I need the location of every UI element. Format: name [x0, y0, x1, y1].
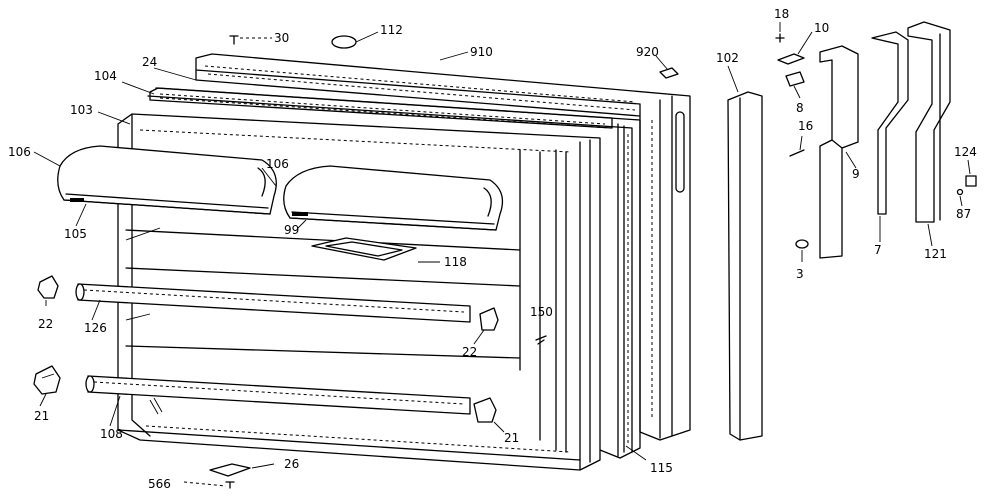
shelf-bar-108 — [85, 375, 471, 415]
callout-112: 112 — [380, 23, 403, 37]
screw-18 — [775, 33, 785, 43]
dairy-door-left — [57, 145, 277, 215]
callout-10: 10 — [814, 21, 829, 35]
plug-26 — [209, 463, 251, 477]
hinge-7 — [871, 31, 909, 215]
shelf-bar-126 — [75, 283, 471, 323]
plug-112 — [331, 35, 357, 49]
callout-22-right: 22 — [462, 345, 477, 359]
callout-121: 121 — [924, 247, 947, 261]
end-cap-21-left — [33, 365, 61, 395]
callout-124: 124 — [954, 145, 977, 159]
callout-108: 108 — [100, 427, 123, 441]
dairy-door-right — [283, 165, 504, 231]
leader-lines — [33, 22, 971, 487]
callout-105: 105 — [64, 227, 87, 241]
bushing-8 — [785, 71, 805, 87]
callout-566: 566 — [148, 477, 171, 491]
callout-103: 103 — [70, 103, 93, 117]
breaker-strip — [149, 87, 613, 129]
screw-30 — [229, 35, 239, 45]
clip-150 — [535, 335, 547, 345]
clip-920 — [659, 67, 679, 79]
callout-106-right: 106 — [266, 157, 289, 171]
shim-10 — [777, 53, 805, 65]
end-cap-21-right — [473, 397, 497, 423]
screw-87 — [956, 188, 964, 196]
callout-920: 920 — [636, 45, 659, 59]
callout-126: 126 — [84, 321, 107, 335]
screw-566 — [225, 481, 235, 489]
callout-16: 16 — [798, 119, 813, 133]
callout-115: 115 — [650, 461, 673, 475]
door-handle — [727, 91, 763, 441]
callout-118: 118 — [444, 255, 467, 269]
callout-87: 87 — [956, 207, 971, 221]
hinge-121 — [907, 21, 951, 223]
callout-26: 26 — [284, 457, 299, 471]
callout-22-left: 22 — [38, 317, 53, 331]
cap-3 — [795, 239, 809, 249]
hinge-9 — [819, 45, 859, 259]
callout-99: 99 — [284, 223, 299, 237]
callout-104: 104 — [94, 69, 117, 83]
callout-106-left: 106 — [8, 145, 31, 159]
callout-21-left: 21 — [34, 409, 49, 423]
callout-18: 18 — [774, 7, 789, 21]
callout-102: 102 — [716, 51, 739, 65]
callout-150: 150 — [530, 305, 553, 319]
callout-labels: 30 112 910 920 24 104 103 106 106 105 99… — [8, 7, 977, 491]
callout-30: 30 — [274, 31, 289, 45]
callout-3: 3 — [796, 267, 804, 281]
callout-8: 8 — [796, 101, 804, 115]
cover-124 — [965, 175, 977, 187]
callout-910: 910 — [470, 45, 493, 59]
screw-16 — [789, 149, 805, 157]
callout-9: 9 — [852, 167, 860, 181]
callout-21-right: 21 — [504, 431, 519, 445]
callout-24: 24 — [142, 55, 157, 69]
end-cap-22-left — [37, 275, 59, 299]
callout-7: 7 — [874, 243, 882, 257]
end-cap-22-right — [479, 307, 499, 331]
tray-118 — [311, 237, 417, 261]
